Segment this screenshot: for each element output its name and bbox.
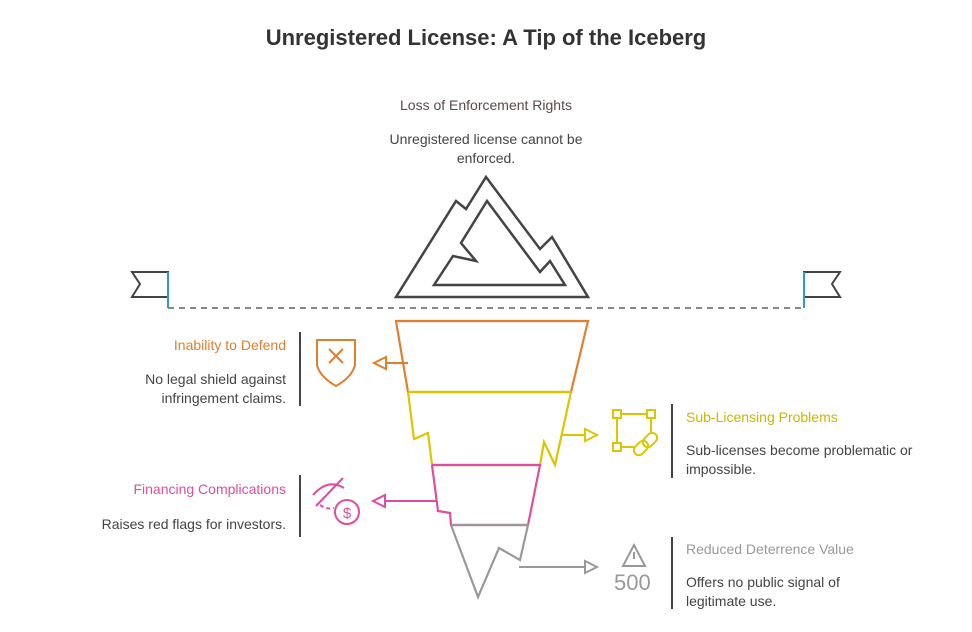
item-desc: Offers no public signal of legitimate us… bbox=[686, 574, 840, 609]
arrow-gray bbox=[519, 559, 600, 575]
item-heading: Sub-Licensing Problems bbox=[686, 409, 838, 425]
flag-left-icon bbox=[130, 271, 169, 298]
svg-text:$: $ bbox=[343, 505, 352, 522]
item-heading: Inability to Defend bbox=[173, 337, 286, 353]
item-desc: Sub-licenses become problematic or impos… bbox=[686, 442, 913, 477]
divider bbox=[671, 404, 673, 478]
divider bbox=[299, 475, 301, 537]
top-desc: Unregistered license cannot be enforced. bbox=[389, 131, 583, 166]
hidden-money-icon bbox=[312, 477, 360, 525]
arrow-orange bbox=[371, 355, 408, 371]
layer-pink bbox=[430, 463, 542, 527]
divider bbox=[671, 537, 673, 609]
shield-x-icon bbox=[316, 339, 356, 388]
arrow-pink bbox=[370, 493, 436, 509]
arrow-yellow bbox=[562, 427, 600, 443]
mountain-icon bbox=[393, 174, 591, 299]
item-heading: Financing Complications bbox=[133, 481, 286, 497]
layer-gray bbox=[449, 523, 530, 600]
layer-yellow bbox=[406, 390, 573, 469]
item-heading: Reduced Deterrence Value bbox=[686, 541, 854, 557]
layer-orange bbox=[394, 319, 590, 394]
item-desc: Raises red flags for investors. bbox=[101, 516, 286, 532]
item-desc: No legal shield against infringement cla… bbox=[145, 371, 286, 406]
flag-right-icon bbox=[803, 271, 842, 298]
chain-link-icon bbox=[612, 409, 659, 457]
top-heading: Loss of Enforcement Rights bbox=[400, 97, 572, 113]
diagram-title: Unregistered License: A Tip of the Icebe… bbox=[265, 25, 707, 50]
divider bbox=[299, 332, 301, 406]
500-icon-text: 500 bbox=[614, 570, 651, 595]
warning-icon bbox=[621, 542, 647, 567]
